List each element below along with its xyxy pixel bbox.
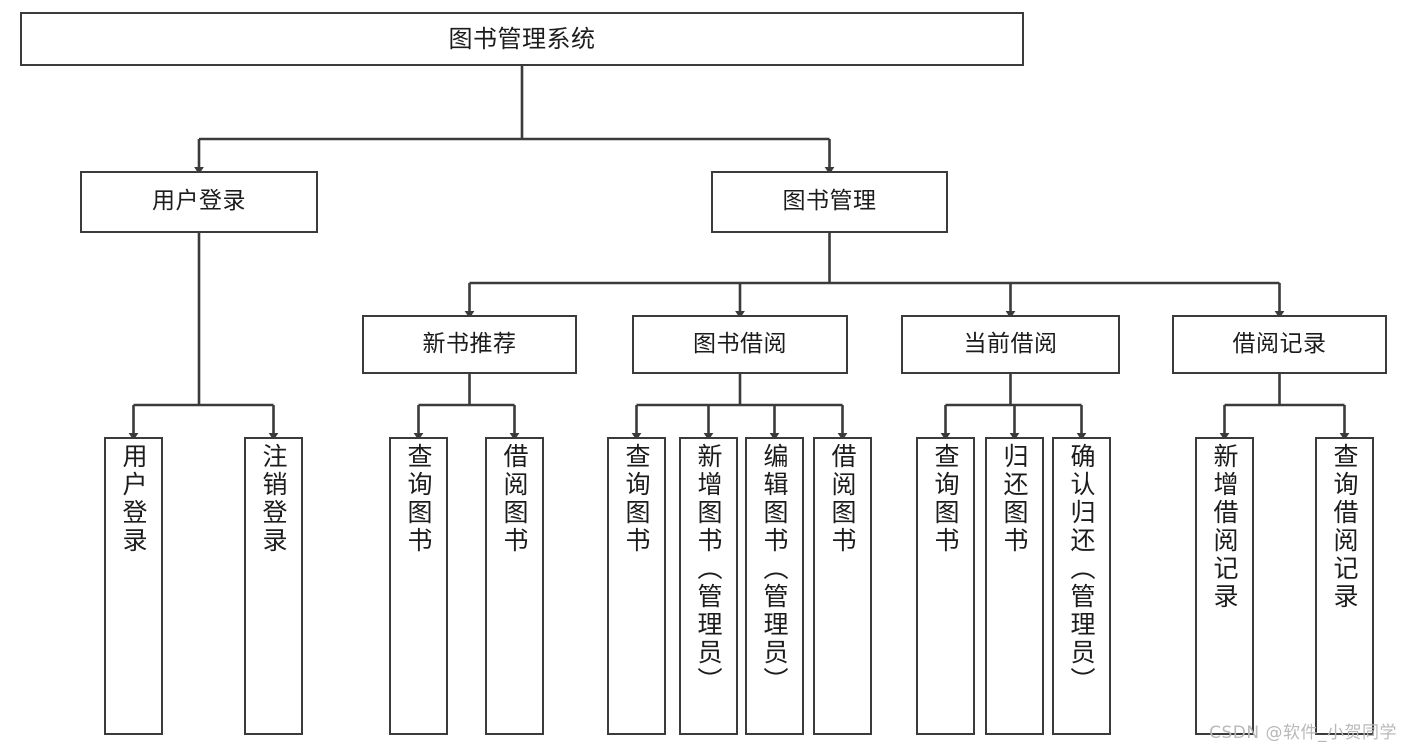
node-label: 图书管理 (782, 188, 877, 215)
node-leaf_new1: 查询图书 (389, 437, 448, 735)
node-label: 查询图书 (931, 443, 960, 555)
node-label: 归还图书 (1000, 443, 1029, 555)
node-label: 注销登录 (259, 443, 288, 555)
node-leaf_cur1: 查询图书 (916, 437, 975, 735)
node-login: 用户登录 (80, 171, 318, 233)
node-label: 新书推荐 (422, 330, 517, 357)
node-leaf_cur2: 归还图书 (985, 437, 1044, 735)
node-bookmgmt: 图书管理 (711, 171, 948, 233)
node-leaf_bor1: 查询图书 (607, 437, 666, 735)
node-leaf_bor3: 编辑图书（管理员） (745, 437, 804, 735)
node-label: 图书借阅 (693, 330, 787, 357)
node-label: 查询借阅记录 (1330, 443, 1359, 611)
node-records: 借阅记录 (1172, 315, 1387, 374)
node-label: 图书管理系统 (448, 24, 596, 53)
node-newbook: 新书推荐 (362, 315, 577, 374)
node-leaf_login1: 用户登录 (104, 437, 163, 735)
node-label: 新增图书（管理员） (694, 443, 723, 695)
node-leaf_rec1: 新增借阅记录 (1195, 437, 1254, 735)
node-label: 编辑图书（管理员） (760, 443, 789, 695)
node-borrow: 图书借阅 (632, 315, 848, 374)
node-leaf_login2: 注销登录 (244, 437, 303, 735)
node-leaf_rec2: 查询借阅记录 (1315, 437, 1374, 735)
node-label: 借阅记录 (1232, 330, 1327, 357)
node-label: 借阅图书 (828, 443, 857, 555)
node-label: 用户登录 (152, 188, 246, 215)
node-leaf_bor4: 借阅图书 (813, 437, 872, 735)
node-current: 当前借阅 (901, 315, 1120, 374)
node-leaf_bor2: 新增图书（管理员） (679, 437, 738, 735)
node-root: 图书管理系统 (20, 12, 1024, 66)
node-label: 确认归还（管理员） (1067, 443, 1096, 695)
node-label: 查询图书 (622, 443, 651, 555)
watermark: CSDN @软件_小贺同学 (1209, 723, 1397, 743)
node-leaf_cur3: 确认归还（管理员） (1052, 437, 1111, 735)
node-label: 新增借阅记录 (1210, 443, 1239, 611)
node-leaf_new2: 借阅图书 (485, 437, 544, 735)
node-label: 查询图书 (404, 443, 433, 555)
node-label: 借阅图书 (500, 443, 529, 555)
node-label: 当前借阅 (963, 330, 1058, 357)
node-label: 用户登录 (119, 443, 148, 555)
